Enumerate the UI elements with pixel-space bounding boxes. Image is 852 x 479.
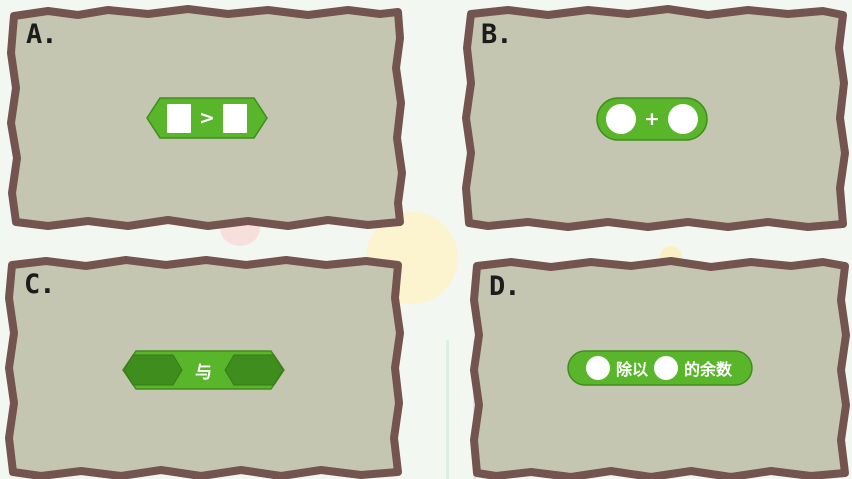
modulo-label-divided-by: 除以 bbox=[616, 356, 648, 380]
input-slot[interactable] bbox=[668, 104, 698, 134]
input-slot[interactable] bbox=[654, 356, 678, 380]
hexagon-slot[interactable] bbox=[224, 354, 284, 386]
option-letter: A. bbox=[26, 19, 57, 50]
option-card-d[interactable]: D. 除以 的余数 bbox=[471, 260, 849, 478]
operator-label: > bbox=[197, 107, 217, 129]
input-slot[interactable] bbox=[606, 104, 636, 134]
option-card-c[interactable]: C. 与 bbox=[6, 258, 402, 478]
comparison-block[interactable]: > bbox=[146, 97, 268, 139]
addition-block[interactable]: + bbox=[596, 97, 708, 141]
hexagon-slot[interactable] bbox=[123, 354, 183, 386]
input-slot[interactable] bbox=[167, 104, 191, 133]
input-slot[interactable] bbox=[586, 356, 610, 380]
option-card-a[interactable]: A. > bbox=[8, 8, 403, 228]
logic-and-block[interactable]: 与 bbox=[122, 350, 285, 390]
operator-label: + bbox=[642, 108, 662, 130]
input-slot[interactable] bbox=[223, 104, 247, 133]
option-letter: B. bbox=[481, 19, 512, 50]
modulo-block[interactable]: 除以 的余数 bbox=[567, 350, 753, 386]
operator-label: 与 bbox=[195, 358, 212, 383]
modulo-label-remainder: 的余数 bbox=[684, 356, 732, 380]
option-letter: C. bbox=[24, 269, 55, 300]
option-letter: D. bbox=[489, 271, 520, 302]
option-card-b[interactable]: B. + bbox=[463, 8, 847, 230]
